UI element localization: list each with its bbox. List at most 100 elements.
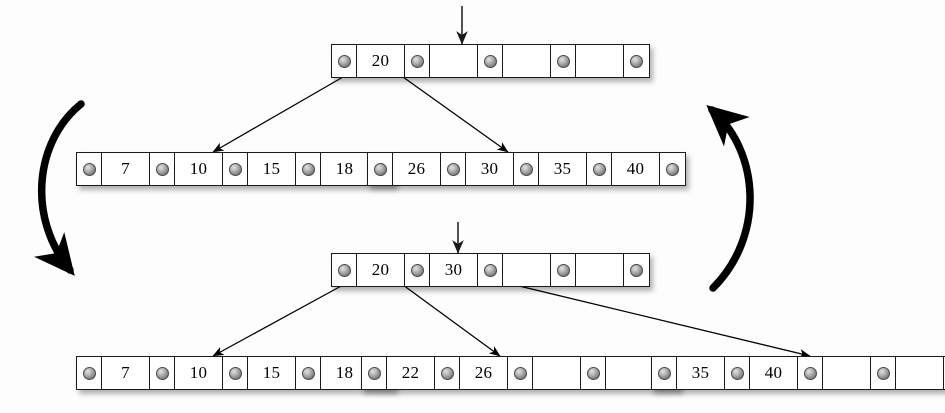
pointer-dot-icon	[556, 54, 570, 68]
pointer-dot-icon	[446, 162, 460, 176]
pointer-dot-icon	[82, 366, 96, 380]
pointer-dot-icon	[410, 263, 424, 277]
pointer-dot-icon	[630, 54, 643, 68]
pointer-dot-icon	[630, 263, 643, 277]
pointer-cell[interactable]	[332, 254, 357, 286]
key-cell[interactable]: 26	[393, 153, 441, 185]
key-cell[interactable]	[823, 357, 871, 389]
pointer-cell[interactable]	[368, 153, 393, 185]
key-cell[interactable]	[430, 45, 478, 77]
pointer-dot-icon	[483, 263, 497, 277]
pointer-dot-icon	[519, 162, 533, 176]
key-cell[interactable]: 15	[248, 153, 296, 185]
pointer-cell[interactable]	[223, 153, 248, 185]
key-cell[interactable]	[896, 357, 944, 389]
key-cell[interactable]: 30	[466, 153, 514, 185]
pointer-dot-icon	[155, 366, 169, 380]
pointer-cell[interactable]	[587, 153, 612, 185]
pointer-cell[interactable]	[441, 153, 466, 185]
curved-arrow-up-right	[706, 105, 754, 292]
leaf-node-right-after[interactable]: 35 40	[651, 356, 945, 390]
key-cell[interactable]: 18	[321, 153, 369, 185]
key-cell[interactable]	[503, 254, 551, 286]
pointer-cell[interactable]	[725, 357, 750, 389]
key-cell[interactable]: 26	[460, 357, 508, 389]
pointer-cell[interactable]	[660, 153, 685, 185]
key-cell[interactable]: 40	[750, 357, 798, 389]
pointer-dot-icon	[228, 366, 242, 380]
pointer-dot-icon	[803, 366, 817, 380]
pointer-dot-icon	[440, 366, 454, 380]
pointer-arrow-root2-to-middle-leaf	[402, 284, 501, 357]
pointer-cell[interactable]	[77, 153, 102, 185]
key-cell[interactable]: 20	[357, 45, 405, 77]
pointer-cell[interactable]	[871, 357, 896, 389]
pointer-cell[interactable]	[332, 45, 357, 77]
pointer-dot-icon	[367, 366, 381, 380]
key-cell[interactable]: 7	[102, 153, 150, 185]
key-cell[interactable]: 7	[102, 357, 150, 389]
pointer-cell[interactable]	[514, 153, 539, 185]
pointer-dot-icon	[730, 366, 744, 380]
pointer-dot-icon	[82, 162, 96, 176]
pointer-dot-icon	[373, 162, 387, 176]
pointer-cell[interactable]	[624, 254, 649, 286]
key-cell[interactable]: 35	[677, 357, 725, 389]
pointer-cell[interactable]	[223, 357, 248, 389]
pointer-dot-icon	[556, 263, 570, 277]
pointer-cell[interactable]	[296, 357, 321, 389]
key-cell[interactable]: 40	[612, 153, 660, 185]
pointer-cell[interactable]	[435, 357, 460, 389]
key-cell[interactable]	[533, 357, 581, 389]
pointer-dot-icon	[301, 162, 315, 176]
pointer-arrow-root2-to-left-leaf	[212, 284, 344, 357]
pointer-cell[interactable]	[296, 153, 321, 185]
key-cell[interactable]: 20	[357, 254, 405, 286]
pointer-cell[interactable]	[508, 357, 533, 389]
pointer-dot-icon	[586, 366, 600, 380]
pointer-dot-icon	[337, 263, 351, 277]
key-cell[interactable]: 15	[248, 357, 296, 389]
pointer-cell[interactable]	[362, 357, 387, 389]
pointer-cell[interactable]	[551, 45, 576, 77]
pointer-dot-icon	[876, 366, 890, 380]
curved-arrow-down-left	[34, 100, 85, 276]
key-cell[interactable]: 22	[387, 357, 435, 389]
pointer-dot-icon	[155, 162, 169, 176]
pointer-cell[interactable]	[551, 254, 576, 286]
pointer-dot-icon	[513, 366, 527, 380]
pointer-cell[interactable]	[478, 45, 503, 77]
root-node-before[interactable]: 20	[331, 44, 650, 78]
pointer-dot-icon	[410, 54, 424, 68]
pointer-cell[interactable]	[150, 357, 175, 389]
pointer-cell[interactable]	[798, 357, 823, 389]
pointer-arrow-root-to-right-leaf	[402, 76, 509, 153]
pointer-cell[interactable]	[150, 153, 175, 185]
leaf-node-left-after[interactable]: 7 10 15 18	[76, 356, 395, 390]
pointer-arrow-root-to-left-leaf	[212, 76, 344, 153]
leaf-node-left-before[interactable]: 7 10 15 18	[76, 152, 395, 186]
key-cell[interactable]	[606, 357, 654, 389]
pointer-cell[interactable]	[405, 254, 430, 286]
key-cell[interactable]	[503, 45, 551, 77]
key-cell[interactable]	[576, 45, 624, 77]
key-cell[interactable]: 10	[175, 357, 223, 389]
key-cell[interactable]: 35	[539, 153, 587, 185]
pointer-cell[interactable]	[652, 357, 677, 389]
pointer-cell[interactable]	[478, 254, 503, 286]
pointer-dot-icon	[483, 54, 497, 68]
leaf-node-middle-after[interactable]: 22 26	[361, 356, 680, 390]
root-node-after[interactable]: 20 30	[331, 253, 650, 287]
key-cell[interactable]: 10	[175, 153, 223, 185]
pointer-cell[interactable]	[405, 45, 430, 77]
pointer-dot-icon	[592, 162, 606, 176]
key-cell[interactable]	[576, 254, 624, 286]
pointer-dot-icon	[228, 162, 242, 176]
pointer-cell[interactable]	[624, 45, 649, 77]
leaf-node-right-before[interactable]: 26 30 35 40	[367, 152, 686, 186]
pointer-dot-icon	[666, 162, 679, 176]
key-cell[interactable]: 30	[430, 254, 478, 286]
pointer-cell[interactable]	[77, 357, 102, 389]
pointer-cell[interactable]	[581, 357, 606, 389]
